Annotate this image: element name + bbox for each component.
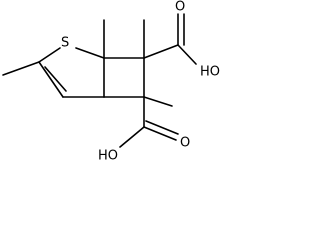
bond-c3-methyl	[2, 61, 40, 76]
atom-label-acid1-hydroxyl: HO	[200, 65, 220, 80]
atom-label-acid2-carbonyl-oxygen: O	[180, 136, 190, 151]
bond-acid2-hydroxyl	[119, 126, 145, 148]
bond-s-c1	[75, 47, 105, 59]
bond-c6-acid1-carbon	[143, 44, 179, 59]
bond-acid2-carbonyl	[143, 126, 177, 141]
bond-c3-c4-double	[44, 66, 67, 92]
atom-label-acid1-carbonyl-oxygen: O	[175, 0, 185, 15]
chemical-structure: S O HO O HO	[2, 0, 220, 164]
bond-acid2-carbonyl-double	[145, 120, 179, 135]
bond-s-c3	[38, 47, 61, 63]
bond-c7-methyl	[143, 96, 173, 107]
bond-acid1-hydroxyl	[177, 44, 197, 65]
bond-c3-c4	[38, 61, 64, 98]
atom-label-acid2-hydroxyl: HO	[98, 149, 118, 164]
atom-label-sulfur: S	[61, 36, 69, 51]
